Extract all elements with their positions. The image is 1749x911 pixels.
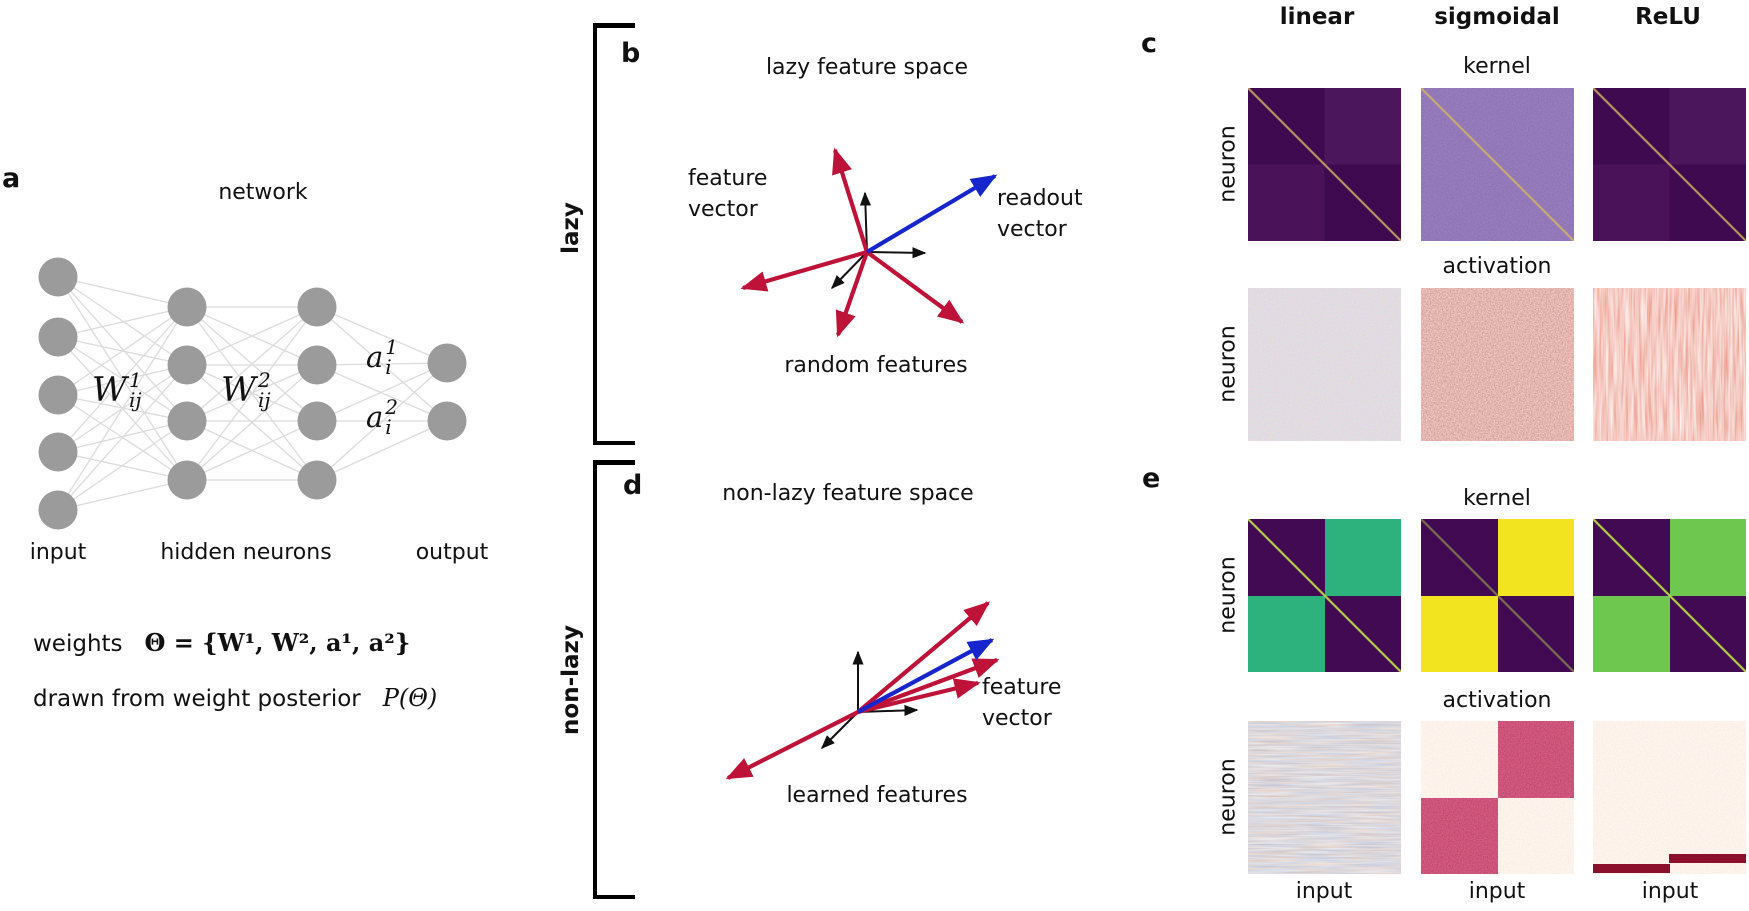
relu-activation-bar-left xyxy=(1593,864,1670,873)
nonlazy-bracket xyxy=(593,460,635,899)
lazy-feature-space-title: lazy feature space xyxy=(765,55,969,80)
w1-sub: ij xyxy=(128,388,142,412)
e-kernel-title: kernel xyxy=(1463,486,1531,511)
nonlazy-side-label: non-lazy xyxy=(558,625,584,735)
c-kernel-linear-heatmap xyxy=(1248,88,1401,241)
a1-sup: 1 xyxy=(385,335,399,359)
panel-b-letter: b xyxy=(621,38,641,69)
e-input-axis-label-relu: input xyxy=(1641,879,1699,904)
e-activation-linear-heatmap xyxy=(1248,721,1401,874)
weight-label-w1: W 1 ij xyxy=(92,370,142,410)
relu-activation-bar-right xyxy=(1669,854,1746,863)
feature-vector-label-b: feature vector xyxy=(688,166,768,222)
c-kernel-sigmoidal-heatmap xyxy=(1421,88,1574,241)
readout-vector-label: readout vector xyxy=(997,186,1083,242)
posterior-line-prefix: drawn from weight posterior xyxy=(33,686,361,712)
weights-equation-math: Θ = {W¹, W², a¹, a²} xyxy=(144,628,411,657)
panel-c-letter: c xyxy=(1141,28,1158,59)
readout-label-a2: a 2 i xyxy=(366,397,398,437)
column-header-linear: linear xyxy=(1279,4,1355,30)
readout-label-a1: a 1 i xyxy=(366,337,398,377)
column-header-relu: ReLU xyxy=(1635,4,1701,30)
weights-equation: weights Θ = {W¹, W², a¹, a²} xyxy=(33,628,410,657)
e-activation-relu-heatmap xyxy=(1593,721,1746,874)
lazy-vector-plot xyxy=(740,147,998,338)
weight-label-w2: W 2 ij xyxy=(221,370,271,410)
panel-a-letter: a xyxy=(2,163,21,194)
c-activation-linear-heatmap xyxy=(1248,288,1401,441)
c-activation-sigmoidal-heatmap xyxy=(1421,288,1574,441)
output-layer-label: output xyxy=(415,540,489,565)
a2-sup: 2 xyxy=(385,395,399,419)
e-activation-title: activation xyxy=(1442,688,1552,713)
learned-features-label: learned features xyxy=(786,783,968,808)
w2-sub: ij xyxy=(257,388,271,412)
e-activation-sigmoidal-heatmap xyxy=(1421,721,1574,874)
w2-sup: 2 xyxy=(257,368,271,392)
w1-base: W xyxy=(92,370,127,410)
random-features-label: random features xyxy=(784,353,968,378)
lazy-side-label: lazy xyxy=(558,202,584,254)
a2-base: a xyxy=(366,399,384,434)
lazy-bracket xyxy=(593,23,635,445)
nonlazy-feature-space-title: non-lazy feature space xyxy=(722,481,974,506)
column-header-sigmoidal: sigmoidal xyxy=(1434,4,1560,30)
a2-sub: i xyxy=(385,415,392,439)
c-activation-relu-heatmap xyxy=(1593,288,1746,441)
weights-equation-prefix: weights xyxy=(33,631,123,657)
e-input-axis-label-linear: input xyxy=(1295,879,1353,904)
input-layer-label: input xyxy=(29,540,87,565)
w2-base: W xyxy=(221,370,256,410)
c-activation-neuron-axis-label: neuron xyxy=(1215,325,1241,403)
c-kernel-title: kernel xyxy=(1463,54,1531,79)
posterior-line-math: P(Θ) xyxy=(382,684,438,712)
c-activation-title: activation xyxy=(1442,254,1552,279)
e-activation-neuron-axis-label: neuron xyxy=(1215,758,1241,836)
panel-d-letter: d xyxy=(623,470,643,501)
e-kernel-linear-heatmap xyxy=(1248,519,1401,672)
e-kernel-sigmoidal-heatmap xyxy=(1421,519,1574,672)
hidden-layer-label: hidden neurons xyxy=(160,540,332,565)
w1-sup: 1 xyxy=(128,368,142,392)
feature-vector-label-d: feature vector xyxy=(982,675,1062,731)
c-kernel-neuron-axis-label: neuron xyxy=(1215,125,1241,203)
e-kernel-relu-heatmap xyxy=(1593,519,1746,672)
a1-sub: i xyxy=(385,355,392,379)
network-title: network xyxy=(218,180,308,205)
a1-base: a xyxy=(366,339,384,374)
posterior-line: drawn from weight posterior P(Θ) xyxy=(33,684,437,712)
panel-e-letter: e xyxy=(1142,463,1161,494)
e-kernel-neuron-axis-label: neuron xyxy=(1215,556,1241,634)
e-input-axis-label-sigmoidal: input xyxy=(1468,879,1526,904)
c-kernel-relu-heatmap xyxy=(1593,88,1746,241)
nonlazy-vector-plot xyxy=(725,601,1000,780)
